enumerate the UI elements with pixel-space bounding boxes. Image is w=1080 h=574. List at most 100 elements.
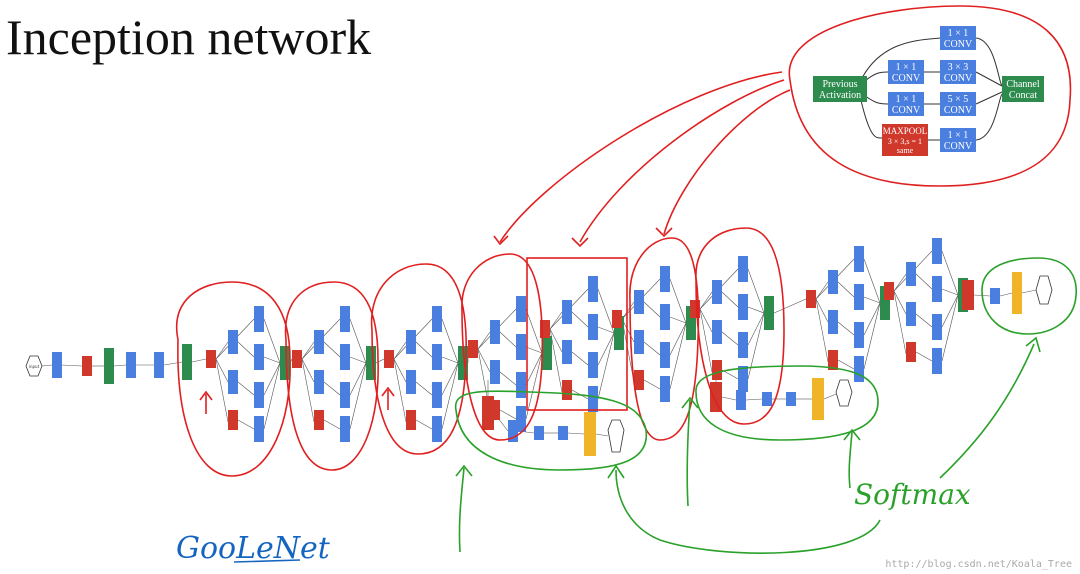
inception-2-c2b: [432, 344, 442, 370]
inception-5-c2d: [660, 376, 670, 402]
softmax-annotation: Softmax: [854, 478, 971, 511]
svg-text:3 × 3: 3 × 3: [948, 62, 969, 73]
stem-conv-0: [52, 352, 62, 378]
inception-7-c1b: [828, 310, 838, 334]
inception-8-c1a: [906, 262, 916, 286]
inception-5-c2b: [660, 304, 670, 330]
channel-concat-label-1: Channel: [1006, 79, 1040, 90]
aux2-softmax: [812, 378, 824, 420]
inception-0-c2b: [254, 344, 264, 370]
inception-1-c2c: [340, 382, 350, 408]
inception-5-concat: [686, 306, 696, 340]
branch-3-first-conv: [888, 92, 924, 116]
inception-7-entry: [806, 290, 816, 308]
svg-text:CONV: CONV: [944, 73, 973, 84]
svg-text:5 × 5: 5 × 5: [948, 94, 969, 105]
inception-2-c1c: [406, 410, 416, 430]
inception-2-c2a: [432, 306, 442, 332]
inception-6-c1c: [712, 360, 722, 380]
branch-4-maxpool: [882, 124, 928, 156]
inception-8-c1b: [906, 302, 916, 326]
inception-0-c1c: [228, 410, 238, 430]
inception-6-c2b: [738, 294, 748, 320]
inception-3-c2d: [516, 406, 526, 432]
inception-1-c2b: [340, 344, 350, 370]
svg-text:1 × 1: 1 × 1: [948, 28, 969, 39]
inception-6-c2d: [738, 366, 748, 392]
inception-5-c2c: [660, 342, 670, 368]
inception-2-c2c: [432, 382, 442, 408]
watermark: http://blog.csdn.net/Koala_Tree: [885, 559, 1072, 570]
inception-4-entry: [540, 320, 550, 338]
svg-text:CONV: CONV: [944, 105, 973, 116]
inception-4-c2d: [588, 386, 598, 412]
channel-concat-label-2: Concat: [1009, 90, 1038, 101]
red-annotations: [175, 5, 1072, 477]
aux2-fc2: [786, 392, 796, 406]
inception-6-c1a: [712, 280, 722, 304]
inception-3-c1a: [490, 320, 500, 344]
inception-5-c1a: [634, 290, 644, 314]
softmax0-node: [607, 419, 625, 453]
inception-7-c1a: [828, 270, 838, 294]
inception-2-c2d: [432, 416, 442, 442]
svg-text:1 × 1: 1 × 1: [896, 94, 917, 105]
inception-3-c2c: [516, 372, 526, 398]
inception-5-c1b: [634, 330, 644, 354]
svg-text:1 × 1: 1 × 1: [948, 130, 969, 141]
inception-7-c1c: [828, 350, 838, 370]
inception-3-c2a: [516, 296, 526, 322]
svg-text:CONV: CONV: [892, 105, 921, 116]
svg-text:same: same: [897, 146, 914, 155]
inception-1-c1c: [314, 410, 324, 430]
aux1-softmax: [584, 412, 596, 456]
softmax2-node: [1035, 275, 1053, 305]
inception-6-c2a: [738, 256, 748, 282]
svg-text:CONV: CONV: [892, 73, 921, 84]
inception-1-c2d: [340, 416, 350, 442]
inception-7-c2a: [854, 246, 864, 272]
inception-1-c1a: [314, 330, 324, 354]
stem-pool-1: [82, 356, 92, 376]
previous-activation-label-1: Previous: [823, 79, 858, 90]
inception-7-c2d: [854, 356, 864, 382]
stem-concat-2: [104, 348, 114, 384]
inception-module-detail: Previous Activation 1 × 1 CONV 1 × 1 CON…: [813, 26, 1044, 156]
inception-8-c2c: [932, 314, 942, 340]
googlenet-network: [41, 238, 1037, 456]
inception-6-c2c: [738, 332, 748, 358]
inception-7-c2b: [854, 284, 864, 310]
green-annotations: [454, 257, 1077, 554]
inception-3-concat: [542, 336, 552, 370]
inception-5-c1c: [634, 370, 644, 390]
previous-activation-label-2: Activation: [819, 90, 861, 101]
svg-text:input: input: [29, 364, 40, 369]
svg-text:MAXPOOL: MAXPOOL: [883, 126, 928, 136]
svg-text:3 × 3,s = 1: 3 × 3,s = 1: [888, 137, 922, 146]
inception-6-entry: [690, 300, 700, 318]
aux1-fc2: [558, 426, 568, 440]
branch-3-conv-5x5: [940, 92, 976, 116]
final-fc: [990, 288, 1000, 304]
inception-0-c1a: [228, 330, 238, 354]
aux1-avgpool: [482, 396, 494, 430]
inception-8-c2b: [932, 276, 942, 302]
inception-0-c2d: [254, 416, 264, 442]
inception-0-entry: [206, 350, 216, 368]
inception-0-c1b: [228, 370, 238, 394]
aux1-fc1: [534, 426, 544, 440]
inception-2-entry: [384, 350, 394, 368]
branch-2-conv-3x3: [940, 60, 976, 84]
inception-8-entry: [884, 282, 894, 300]
svg-text:CONV: CONV: [944, 141, 973, 152]
inception-2-c1a: [406, 330, 416, 354]
inception-4-c2c: [588, 352, 598, 378]
inception-4-c2a: [588, 276, 598, 302]
inception-5-c2a: [660, 266, 670, 292]
softmax1-node: [835, 379, 853, 407]
svg-text:1 × 1: 1 × 1: [896, 62, 917, 73]
inception-6-concat: [764, 296, 774, 330]
googlenet-annotation: GooLeNet: [176, 531, 331, 566]
inception-1-concat: [366, 346, 376, 380]
